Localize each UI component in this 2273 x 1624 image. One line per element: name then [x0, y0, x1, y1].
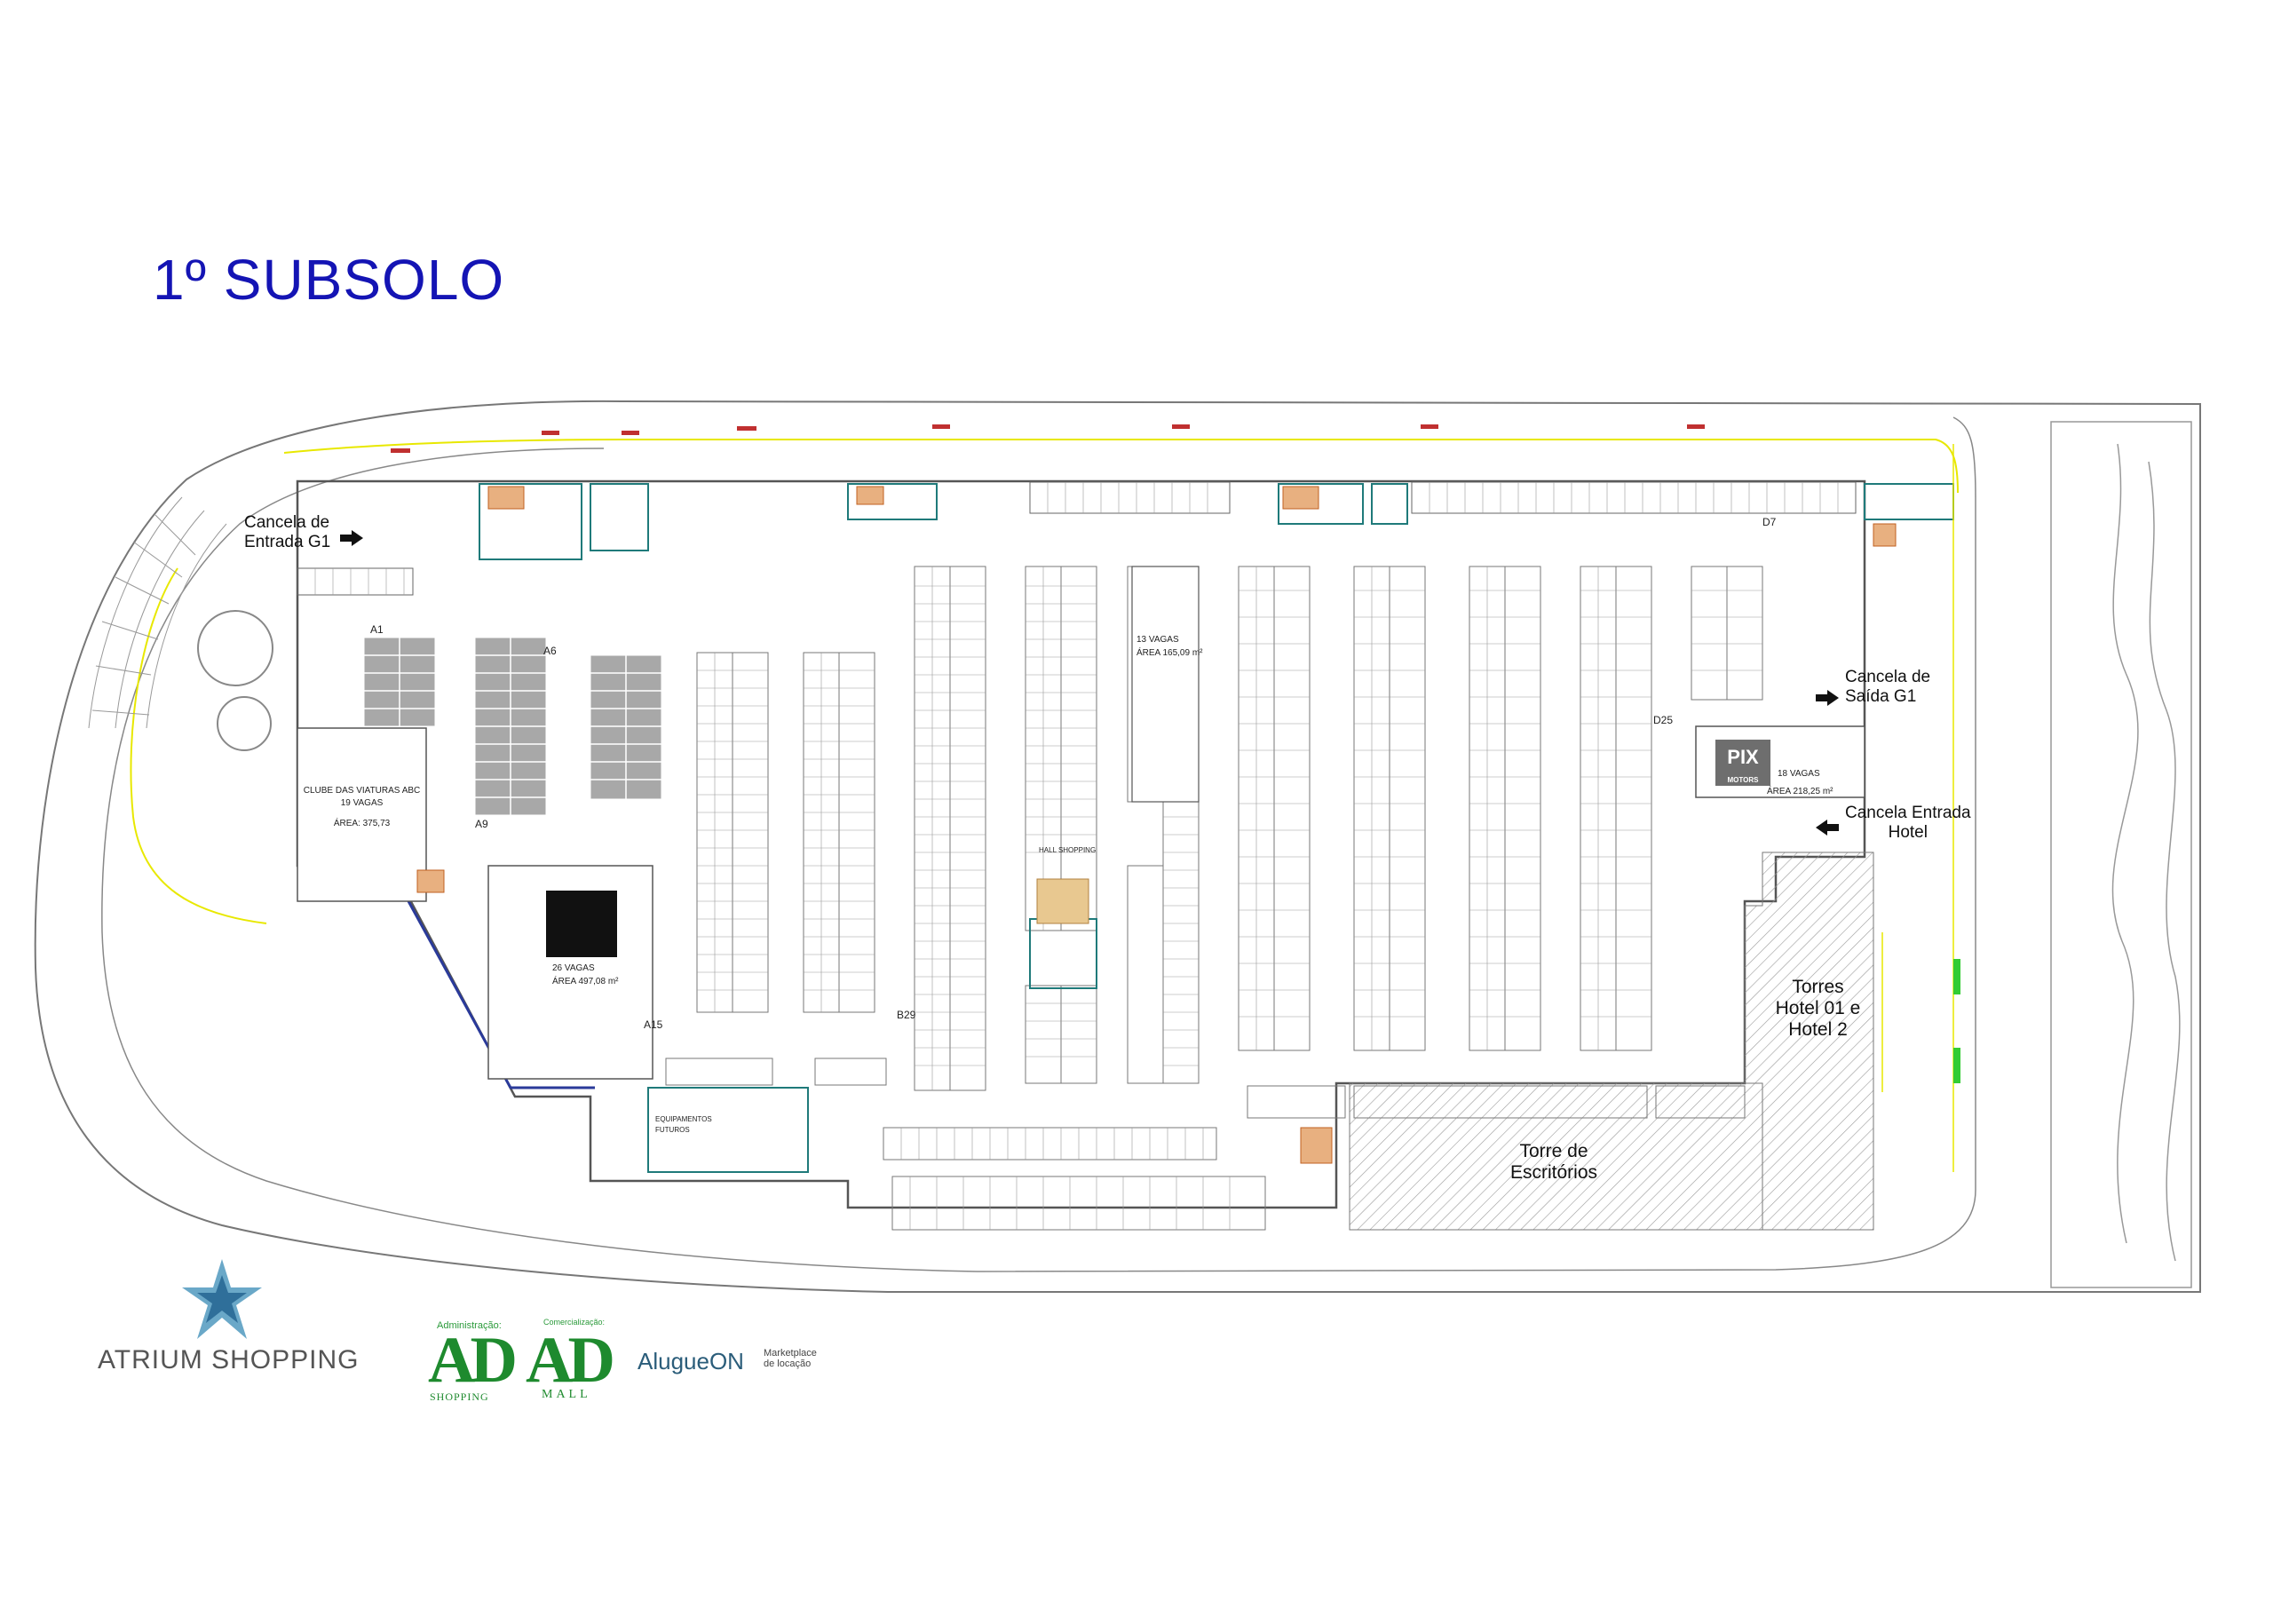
pix-logo-sub: MOTORS	[1727, 776, 1759, 784]
vagas13-area	[1131, 566, 1200, 803]
green-wall	[407, 900, 595, 1089]
clube-area	[297, 727, 427, 902]
vagas13-area-value: ÁREA 165,09 m²	[1136, 648, 1203, 658]
roundabout-small	[217, 696, 272, 751]
seculo-logo	[546, 891, 617, 957]
right-strip	[2050, 421, 2192, 1288]
pix-area-value: ÁREA 218,25 m²	[1767, 787, 1833, 796]
gray-block-lines	[364, 638, 661, 815]
sector-a9: A9	[475, 818, 488, 830]
stairs	[416, 486, 1897, 1164]
gate-entrada-g1-label: Cancela de Entrada G1	[244, 513, 331, 551]
ramp-fan	[88, 496, 227, 729]
yellow-route-2	[130, 567, 267, 924]
pix-motors-logo: PIX MOTORS	[1715, 740, 1770, 786]
inner-road	[101, 416, 1976, 1272]
elevator-shaft	[1036, 878, 1089, 924]
ad-admin-logo: AD	[428, 1324, 518, 1397]
atrium-logo-text: ATRIUM SHOPPING	[98, 1345, 360, 1374]
ad-admin-sub: SHOPPING	[430, 1390, 489, 1403]
page-title: 1º SUBSOLO	[153, 248, 505, 312]
hall-shopping-label: HALL SHOPPING	[1039, 846, 1097, 854]
ad-mall-sub: MALL	[542, 1388, 591, 1401]
gate-saida-g1-arrow-icon	[1816, 690, 1839, 706]
bottom-stall-lines	[314, 482, 1839, 1230]
sector-d7: D7	[1762, 516, 1777, 528]
seculo-spots: 26 VAGAS	[552, 963, 595, 973]
sector-a6: A6	[543, 645, 557, 657]
column-stall-lines	[697, 566, 1762, 1090]
site-boundary	[34, 400, 2201, 1293]
gate-entrada-hotel-arrow-icon	[1816, 820, 1839, 836]
right-curve	[2111, 443, 2139, 1244]
pix-spots: 18 VAGAS	[1778, 769, 1820, 779]
service-rooms	[479, 483, 1954, 1173]
hotel-towers-label: Torres Hotel 01 e Hotel 2	[1775, 977, 1861, 1040]
clube-name: CLUBE DAS VIATURAS ABC	[303, 786, 421, 796]
roundabout-large	[197, 610, 273, 686]
ad-mall-caption: Comercialização:	[543, 1318, 606, 1327]
top-stalls	[297, 481, 1857, 596]
gate-entrada-g1-arrow-icon	[340, 530, 363, 546]
sector-b29: B29	[897, 1009, 916, 1021]
hotel-tower	[1744, 852, 1874, 1231]
gate-saida-g1-label: Cancela de Saída G1	[1845, 668, 1931, 706]
stall-markings-red	[391, 424, 1705, 453]
alugueon-logo: AlugueON	[638, 1348, 744, 1374]
pix-logo-text: PIX	[1727, 746, 1759, 768]
ad-mall-logo: AD	[526, 1324, 615, 1397]
office-tower	[1349, 1082, 1763, 1231]
vagas13-spots: 13 VAGAS	[1136, 635, 1179, 645]
bottom-stalls	[665, 1058, 1746, 1231]
sector-d25: D25	[1653, 714, 1674, 726]
green-markers	[1953, 959, 1960, 1083]
right-curve-b	[2148, 461, 2181, 1262]
equipamentos-label: EQUIPAMENTOS FUTUROS	[655, 1115, 712, 1134]
sector-a15: A15	[644, 1018, 663, 1031]
clube-spots: 19 VAGAS	[340, 798, 384, 808]
seculo-area-value: ÁREA 497,08 m²	[552, 977, 619, 986]
parking-columns	[696, 566, 1763, 1091]
clube-area-value: ÁREA: 375,73	[333, 819, 391, 828]
office-tower-label: Torre de Escritórios	[1509, 1141, 1598, 1183]
ad-admin-caption: Administração:	[437, 1320, 502, 1331]
atrium-star-icon	[182, 1259, 262, 1339]
alugueon-sub: Marketplace de locação	[764, 1348, 817, 1369]
gate-entrada-hotel-label: Cancela Entrada Hotel	[1845, 804, 1971, 842]
sector-a1: A1	[370, 623, 384, 636]
